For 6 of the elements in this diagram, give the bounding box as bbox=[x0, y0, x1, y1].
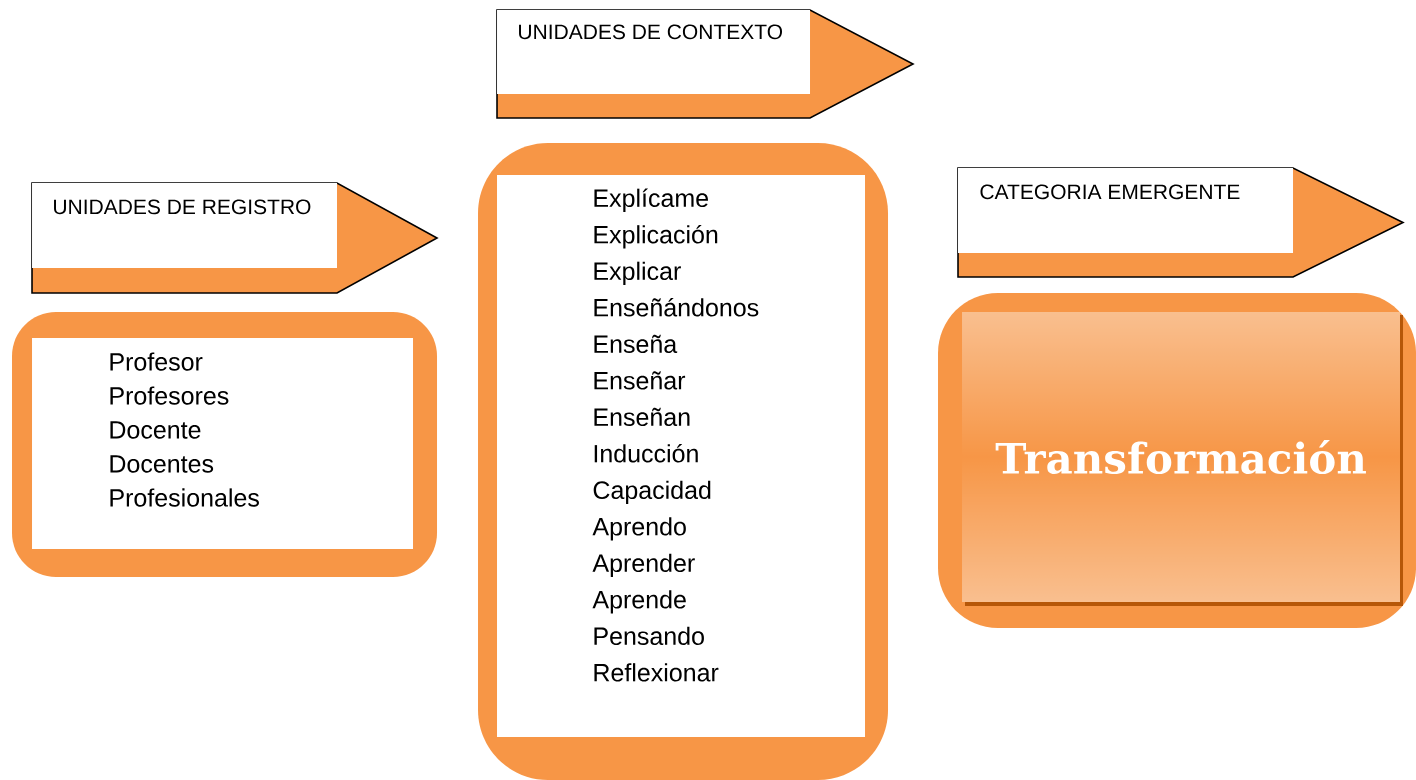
arrow-banner: CATEGORIA EMERGENTE bbox=[957, 167, 1405, 278]
word-list-box: Profesor Profesores Docente Docentes Profesionales bbox=[12, 312, 437, 577]
arrow-banner: UNIDADES DE REGISTRO bbox=[31, 182, 439, 294]
arrow-banner: UNIDADES DE CONTEXTO bbox=[496, 9, 915, 119]
category-box: Transformación bbox=[938, 293, 1416, 628]
word-list-box: Explícame Explicación Explicar Enseñándonos Enseña Enseñar Enseñan Inducción Capacidad Aprendo Aprender Aprende Pensando Reflexionar bbox=[478, 143, 888, 780]
